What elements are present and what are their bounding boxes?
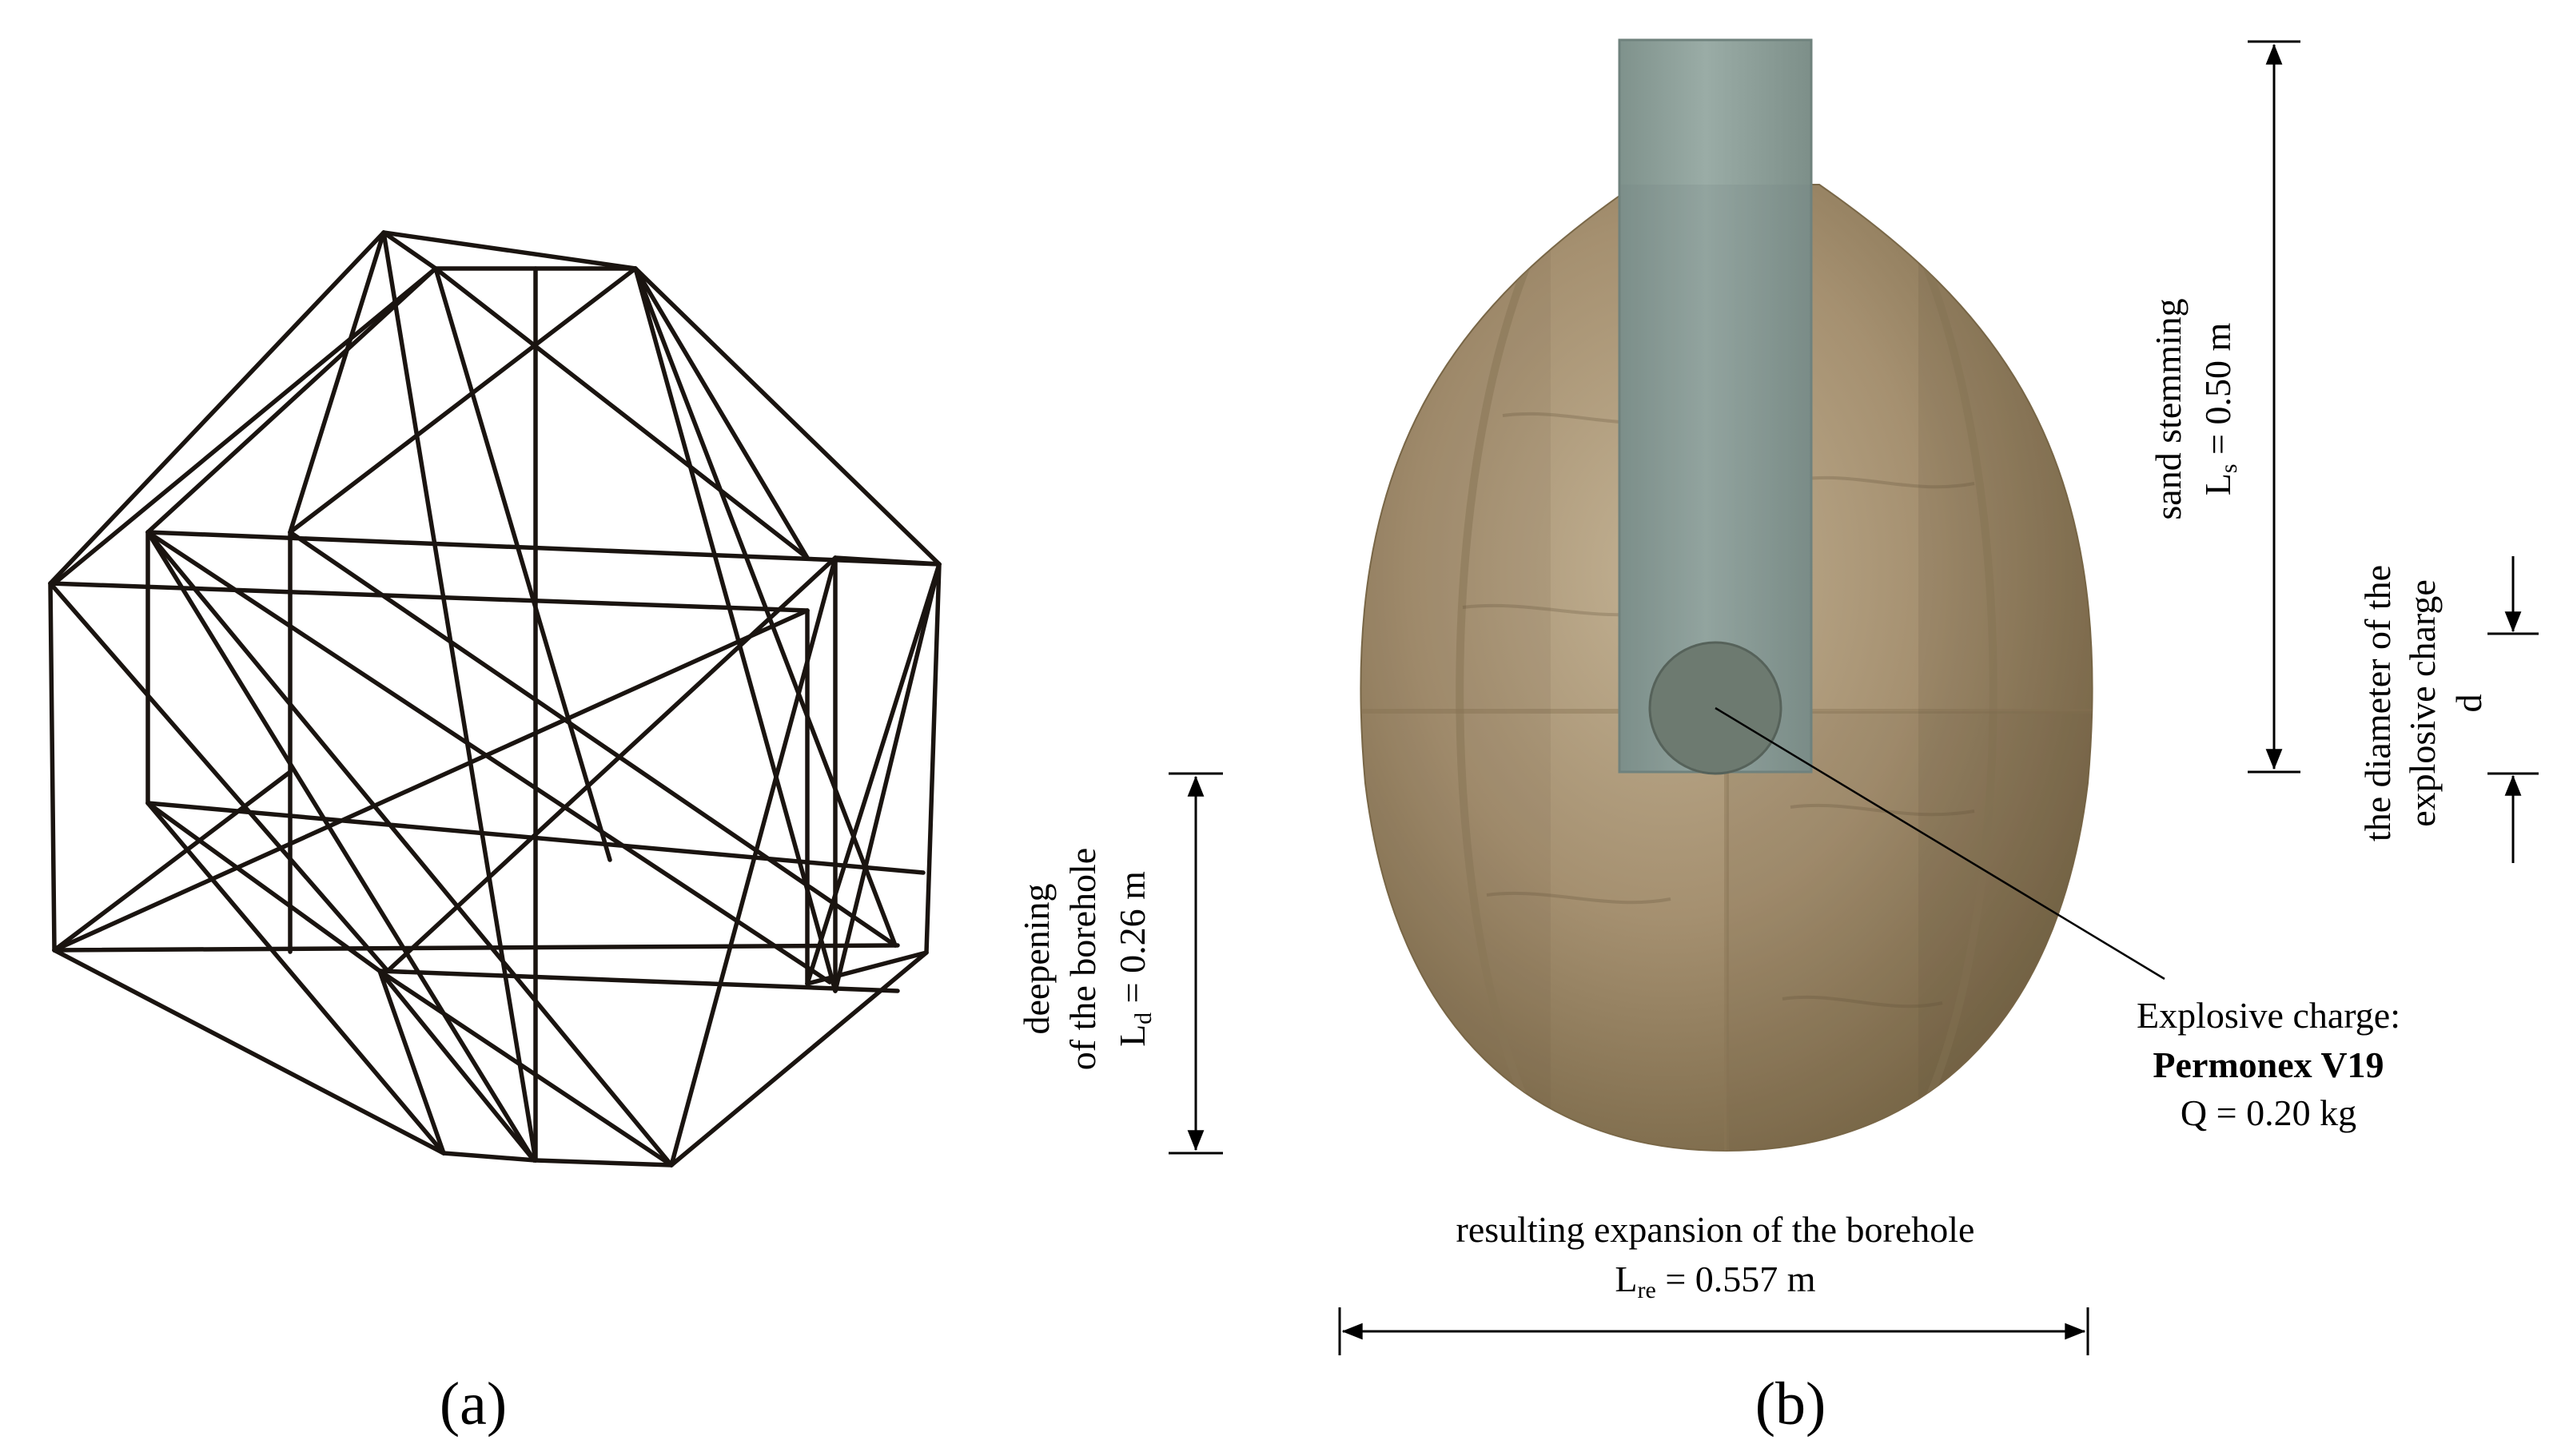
- stemming-label: sand stemming Ls = 0.50 m: [2148, 298, 2242, 519]
- wireframe-edge: [145, 801, 926, 875]
- wireframe-edge: [433, 266, 810, 560]
- wireframe-edge: [48, 581, 57, 953]
- diameter-symbol: d: [2448, 694, 2489, 713]
- wireframe-edge: [805, 950, 929, 986]
- wireframe-edge: [48, 581, 390, 973]
- wireframe-edge: [805, 562, 942, 986]
- deepening-value: = 0.26 m: [1112, 871, 1153, 1012]
- wireframe-edge: [633, 266, 942, 567]
- expansion-subscript: re: [1638, 1277, 1656, 1303]
- svg-text:Ld = 0.26 m: Ld = 0.26 m: [1112, 871, 1157, 1047]
- charge-leader-line: [1715, 706, 2165, 981]
- svg-text:of the borehole: of the borehole: [1062, 848, 1103, 1070]
- dimension-lines: [1169, 40, 2539, 1355]
- diameter-line2: explosive charge: [2402, 579, 2443, 827]
- wireframe-edge: [377, 969, 536, 1163]
- borehole-model: [1360, 38, 2093, 1152]
- expansion-value: = 0.557 m: [1656, 1259, 1816, 1299]
- deepening-symbol: L: [1112, 1024, 1153, 1047]
- wireframe-edge: [288, 230, 386, 535]
- wireframe-edge: [377, 969, 674, 1168]
- wireframe-edge: [145, 530, 832, 985]
- caption-a: (a): [440, 1370, 507, 1438]
- wireframe-edge: [288, 266, 638, 535]
- wireframe-edge: [381, 230, 538, 1163]
- wireframe-edge: [833, 555, 942, 567]
- caption-b: (b): [1755, 1370, 1826, 1438]
- stemming-symbol: L: [2197, 473, 2238, 495]
- stemming-value: = 0.50 m: [2197, 323, 2238, 464]
- wireframe-edge: [288, 530, 898, 948]
- wireframe-edge: [669, 555, 838, 1168]
- wireframe-edge: [633, 266, 810, 560]
- svg-text:sand stemming: sand stemming: [2148, 298, 2189, 519]
- charge-mass: Q = 0.20 kg: [2181, 1092, 2356, 1133]
- svg-text:Lre = 0.557 m: Lre = 0.557 m: [1615, 1259, 1815, 1303]
- wireframe-edge: [381, 230, 638, 271]
- wireframe-edge: [441, 1151, 538, 1163]
- wireframe-edge: [433, 266, 612, 862]
- deepening-subscript: d: [1130, 1012, 1157, 1024]
- wireframe-edge: [385, 555, 838, 973]
- wireframe-edge: [669, 950, 929, 1168]
- wireframe-edge: [145, 801, 382, 973]
- charge-label: Explosive charge: Permonex V19 Q = 0.20 …: [2137, 995, 2400, 1133]
- expansion-symbol: L: [1615, 1259, 1637, 1299]
- wireframe-edge: [52, 266, 438, 586]
- stemming-title: sand stemming: [2148, 298, 2189, 519]
- wireframe-edge: [633, 266, 838, 993]
- expansion-title: resulting expansion of the borehole: [1456, 1209, 1975, 1250]
- svg-text:explosive charge: explosive charge: [2402, 579, 2443, 827]
- deepening-label: deepening of the borehole Ld = 0.26 m: [1016, 848, 1157, 1070]
- svg-text:the diameter of the: the diameter of the: [2357, 565, 2398, 841]
- wireframe-edge: [833, 562, 942, 993]
- charge-title: Explosive charge:: [2137, 995, 2400, 1036]
- diameter-line1: the diameter of the: [2357, 565, 2398, 841]
- wireframe-edge: [52, 608, 810, 953]
- wireframe-edge: [145, 266, 438, 535]
- wireframe-edge: [48, 581, 810, 613]
- stemming-subscript: s: [2216, 463, 2242, 473]
- wireframe-edge: [48, 230, 386, 586]
- svg-text:d: d: [2448, 694, 2489, 713]
- wireframe-polyhedron: [48, 230, 942, 1168]
- wireframe-edge: [52, 943, 900, 953]
- wireframe-edge: [145, 530, 674, 1168]
- diameter-label: the diameter of the explosive charge d: [2357, 565, 2489, 841]
- charge-name: Permonex V19: [2153, 1044, 2384, 1085]
- wireframe-edge: [924, 562, 942, 955]
- svg-text:deepening: deepening: [1016, 883, 1057, 1034]
- wireframe-edge: [52, 770, 293, 953]
- deepening-line2: of the borehole: [1062, 848, 1103, 1070]
- svg-text:Ls = 0.50 m: Ls = 0.50 m: [2197, 323, 2242, 496]
- wireframe-edge: [145, 530, 536, 1163]
- wireframe-edge: [145, 530, 942, 567]
- expansion-label: resulting expansion of the borehole Lre …: [1456, 1209, 1975, 1303]
- wireframe-edge: [533, 1158, 674, 1168]
- wireframe-edge: [381, 230, 438, 271]
- deepening-line1: deepening: [1016, 883, 1057, 1034]
- wireframe-edge: [377, 969, 446, 1156]
- wireframe-edge: [377, 969, 900, 993]
- wireframe-edge: [52, 948, 446, 1156]
- wireframe-edge: [145, 801, 446, 1156]
